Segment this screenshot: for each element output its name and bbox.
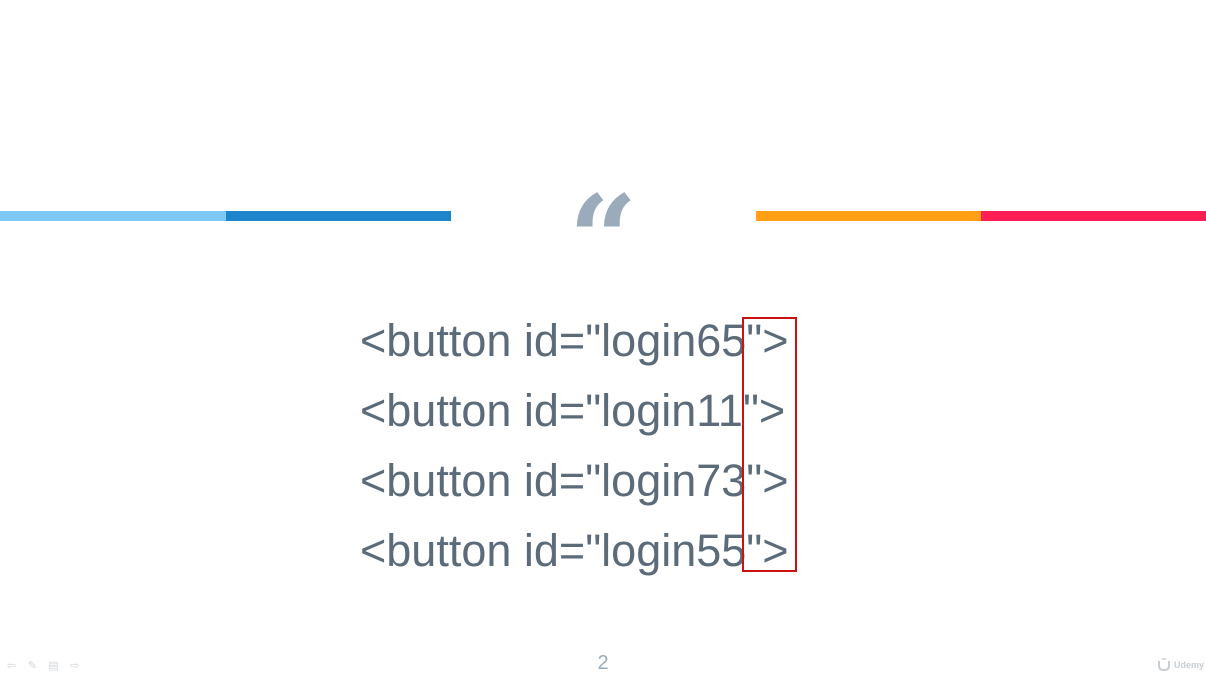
slide-nav-controls: ⇦ ✎ ▤ ⇨ <box>5 658 81 674</box>
code-line: <button id="login65"> <box>360 315 789 366</box>
accent-bar-orange <box>756 211 981 221</box>
quote-icon: “ <box>568 169 638 310</box>
brand-watermark: Udemy <box>1157 656 1204 674</box>
code-line: <button id="login55"> <box>360 525 789 576</box>
next-icon[interactable]: ⇨ <box>69 660 80 672</box>
page-number: 2 <box>597 652 609 674</box>
menu-icon[interactable]: ▤ <box>48 660 59 672</box>
accent-bar-dark-blue <box>226 211 451 221</box>
code-line: <button id="login73"> <box>360 455 789 506</box>
highlight-box <box>742 317 797 572</box>
udemy-logo-icon <box>1157 658 1170 672</box>
brand-name: Udemy <box>1173 660 1204 670</box>
code-lines: <button id="login65"> <button id="login1… <box>360 306 880 586</box>
accent-bar-light-blue <box>0 211 226 221</box>
previous-icon[interactable]: ⇦ <box>6 660 17 672</box>
code-line: <button id="login11"> <box>360 385 786 436</box>
accent-bar-pink <box>981 211 1206 221</box>
pen-icon[interactable]: ✎ <box>27 660 38 672</box>
